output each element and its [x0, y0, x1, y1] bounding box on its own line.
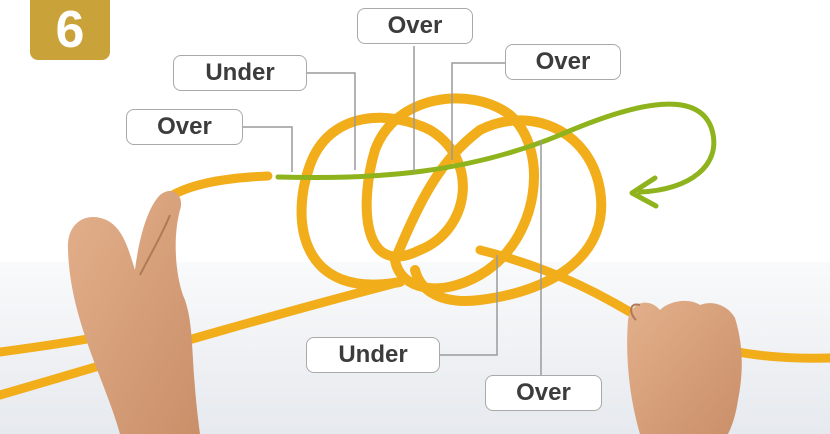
threading-path [275, 101, 717, 195]
leader-line-under-upper [307, 72, 356, 170]
leader-line-over-top-right [451, 62, 506, 160]
label-under-lower: Under [306, 337, 440, 373]
right-hand [627, 300, 742, 434]
leader-line-under-lower [439, 255, 498, 356]
rope-tail-left-lower [0, 277, 405, 400]
step-number-badge: 6 [30, 0, 110, 60]
rope-loop-right [390, 115, 607, 306]
rope-working-end [160, 171, 273, 205]
left-hand [67, 190, 201, 434]
label-under-upper: Under [173, 55, 307, 91]
label-over-left: Over [126, 109, 243, 145]
arrow-head-icon [629, 175, 659, 209]
leader-line-over-left [243, 126, 293, 172]
label-over-bottom: Over [485, 375, 602, 411]
label-over-top: Over [357, 8, 473, 44]
leader-lines [243, 46, 542, 376]
label-over-top-right: Over [505, 44, 621, 80]
rope-loop-left [296, 112, 468, 290]
rope-loop-middle [361, 93, 539, 294]
